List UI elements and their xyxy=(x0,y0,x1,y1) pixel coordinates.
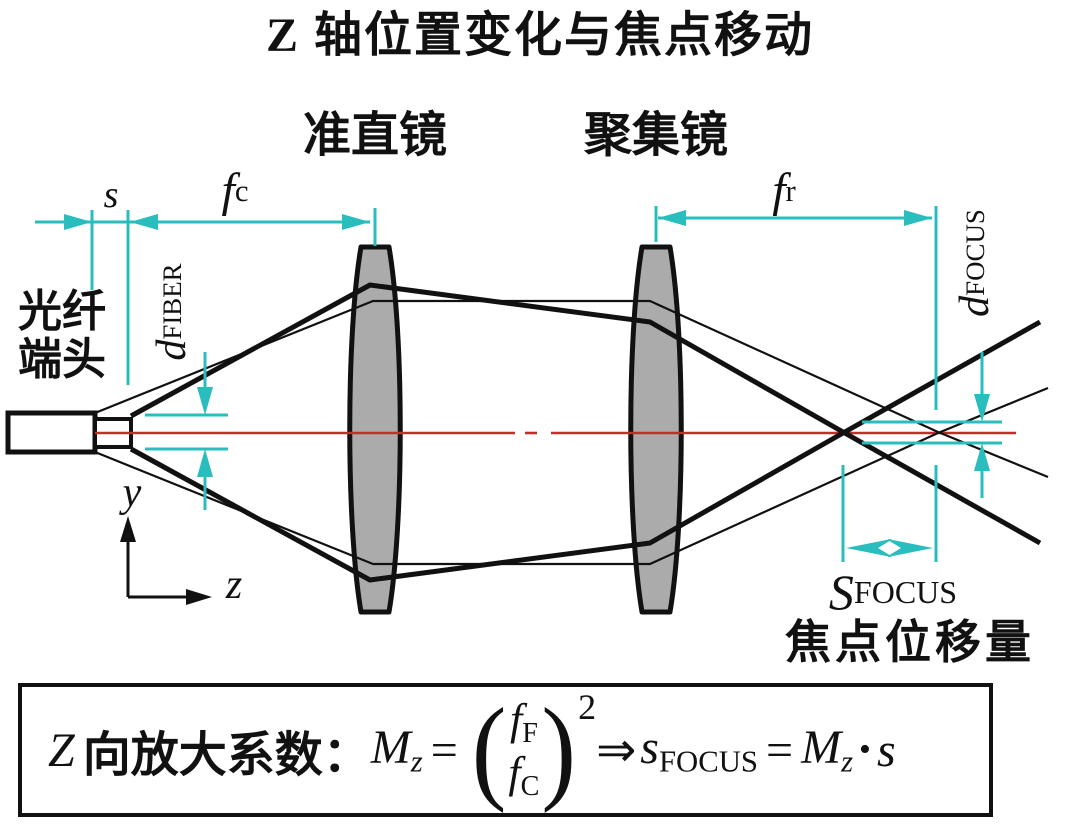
y-axis-label: y xyxy=(122,470,142,516)
arrow-fr-right xyxy=(904,210,932,226)
collimating-lens-shape xyxy=(347,244,403,615)
frac-top: fF xyxy=(509,695,538,750)
formula-lead-cn: 向放大系数 xyxy=(82,729,323,782)
arrow-dfiber-up xyxy=(197,449,213,477)
paren-left: ( xyxy=(471,685,507,815)
ray-bundle-thin xyxy=(94,299,1049,566)
diagram-title: Z 轴位置变化与焦点移动 xyxy=(265,9,815,62)
formula-paren-group: ( fF fC ) 2 xyxy=(471,685,596,815)
formula-fraction: fF fC xyxy=(506,695,541,802)
paren-right: ) xyxy=(541,685,577,815)
formula-lead-z: Z xyxy=(48,723,75,777)
arrow-dfiber-down xyxy=(197,387,213,415)
s-gap-label: s xyxy=(103,174,119,216)
formula-implies: ⇒ xyxy=(596,724,637,777)
formula-dot: • xyxy=(859,731,871,768)
sfocus-arrow-notch xyxy=(878,541,901,555)
formula-colon: ： xyxy=(322,729,371,782)
fiber-end-label-line1: 光纤 xyxy=(18,287,106,336)
formula-m: Mz xyxy=(370,721,423,779)
focusing-lens-label: 聚集镜 xyxy=(583,109,728,162)
collimating-lens-label: 准直镜 xyxy=(302,109,447,162)
yz-axes xyxy=(120,516,212,605)
arrow-dfocus-down xyxy=(974,394,990,422)
dimension-lines xyxy=(35,206,1002,562)
focus-shift-label: 焦点位移量 xyxy=(785,617,1035,668)
arrow-dfocus-up xyxy=(974,443,990,471)
ray-bundle-thick xyxy=(129,282,1042,583)
arrow-sfocus-left xyxy=(846,539,891,557)
formula-s-final: s xyxy=(876,723,896,777)
z-axis-label: z xyxy=(225,562,243,608)
arrow-s-right xyxy=(64,214,92,230)
formula-equals2: = xyxy=(766,723,794,777)
arrow-fc-right xyxy=(342,214,370,230)
formula-box: Z 向放大系数 ： Mz = ( fF fC ) 2 ⇒ sFOCUS = Mz… xyxy=(18,683,993,817)
arrow-fc-left xyxy=(130,214,158,230)
fiber-end-label-line2: 端头 xyxy=(18,335,106,384)
formula-exponent: 2 xyxy=(578,687,597,728)
formula-sfocus: sFOCUS xyxy=(640,721,758,779)
arrow-sfocus-right xyxy=(888,539,933,557)
formula-equals: = xyxy=(430,723,458,777)
frac-bottom: fC xyxy=(508,748,540,802)
arrow-fr-left xyxy=(658,210,686,226)
formula-m2: Mz xyxy=(801,721,854,779)
